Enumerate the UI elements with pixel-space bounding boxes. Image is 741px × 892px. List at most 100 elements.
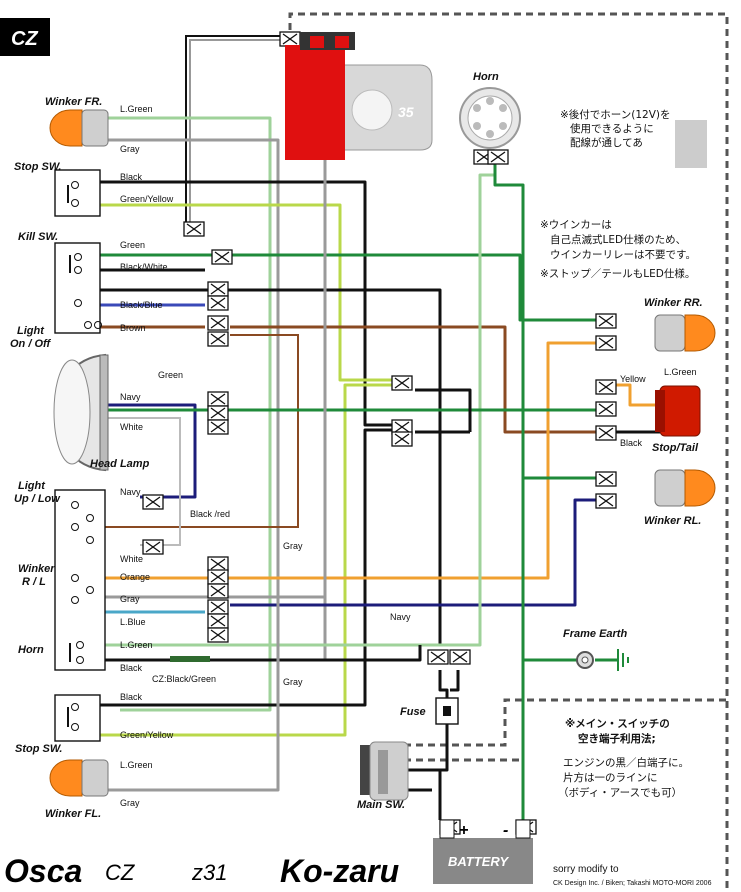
horn-note: ※後付でホーン(12V)を 使用できるように 配線が通してあ [560, 108, 671, 149]
wl-navy-lamp: Navy [120, 487, 141, 497]
wl-black-tail: Black [620, 438, 643, 448]
fuse-label: Fuse [400, 706, 426, 718]
footer-credit-2: CK Design Inc. / Biken; Takashi MOTO-MOR… [553, 880, 712, 887]
winker-fl-lamp [49, 759, 109, 797]
wire-labels: L.Green Gray Black Green/Yellow Green Bl… [120, 104, 697, 808]
wl-lgreen-1: L.Green [120, 104, 153, 114]
main-sw-note-body-2: 片方は一のラインに [563, 771, 658, 784]
connector-mark [210, 571, 226, 583]
wl-green-yellow-1: Green/Yellow [120, 194, 174, 204]
horn-sw-label: Horn [18, 644, 44, 656]
connector-mark [210, 407, 226, 419]
footer-brand-kozaru: Ko-zaru [280, 853, 399, 889]
wl-lgreen-2: L.Green [120, 640, 153, 650]
wl-gray-5: Gray [120, 798, 140, 808]
connector-mark [210, 333, 226, 345]
main-sw-note-body-3: （ボディ・アースでも可） [558, 786, 682, 799]
main-sw-note: ※メイン・スイッチの 空き端子利用法; エンジンの黒／白端子に。 片方は一のライ… [558, 718, 689, 799]
connector-mark [430, 651, 446, 663]
connector-mark [210, 393, 226, 405]
footer-brand-osca: Osca [4, 853, 82, 889]
winker-fr-label: Winker FR. [45, 96, 102, 108]
connector-mark [210, 629, 226, 641]
winker-rr-lamp [654, 314, 716, 352]
connector-mark [210, 615, 226, 627]
connector-mark [210, 283, 226, 295]
wl-lblue: L.Blue [120, 617, 146, 627]
horn-note-line-3: 配線が通してあ [570, 136, 643, 149]
footer-brand-z31: z31 [191, 860, 227, 885]
stop-tail-label: Stop/Tail [652, 442, 699, 454]
connector-mark [394, 433, 410, 445]
connector-mark [452, 651, 468, 663]
wl-green-hl: Green [158, 370, 183, 380]
stop-tail-lamp [655, 385, 701, 437]
connector-mark [598, 337, 614, 349]
stop-sw-bottom [54, 694, 101, 742]
main-sw-note-title-2: 空き端子利用法; [578, 732, 656, 745]
wl-black-3: Black [120, 692, 143, 702]
connector-mark [282, 33, 298, 45]
winker-rl-lamp [654, 469, 716, 507]
meter-text: 35 [398, 104, 414, 120]
connector-mark [210, 297, 226, 309]
dashed-lines [288, 12, 729, 890]
winker-rl-label: Winker RL. [644, 515, 701, 527]
wl-black-1: Black [120, 172, 143, 182]
connector-mark [210, 317, 226, 329]
horn-label: Horn [473, 71, 499, 83]
black-green-splice [170, 656, 210, 662]
main-sw-note-title-1: ※メイン・スイッチの [565, 718, 670, 730]
battery-minus: - [503, 822, 508, 839]
wl-cz-black-green: CZ:Black/Green [152, 674, 216, 684]
connector-mark [598, 315, 614, 327]
main-sw-label: Main SW. [357, 799, 405, 811]
led-note: ※ウインカーは 自己点滅式LED仕様のため、 ウインカーリレーは不要です。 ※ス… [540, 219, 696, 280]
head-lamp [53, 353, 109, 472]
wl-black-blue: Black/Blue [120, 300, 163, 310]
connector-mark [210, 601, 226, 613]
led-note-line-2: 自己点滅式LED仕様のため、 [550, 233, 686, 246]
kill-sw [54, 242, 101, 334]
main-sw [360, 741, 409, 801]
stop-sw-top-label: Stop SW. [14, 161, 61, 173]
wl-brown: Brown [120, 323, 146, 333]
wl-green-1: Green [120, 240, 145, 250]
battery-plus: + [459, 822, 468, 839]
connector-mark [394, 421, 410, 433]
wl-black-red: Black /red [190, 509, 230, 519]
wl-gray-4: Gray [283, 677, 303, 687]
meter-unit: 35 [285, 32, 433, 160]
connector-mark [210, 585, 226, 597]
frame-earth-label: Frame Earth [563, 628, 627, 640]
battery-label: BATTERY [448, 854, 510, 869]
note-box [675, 120, 707, 168]
wl-white-hl: White [120, 422, 143, 432]
kill-sw-label: Kill SW. [18, 231, 58, 243]
winker-rr-label: Winker RR. [644, 297, 703, 309]
wl-navy-hl: Navy [120, 392, 141, 402]
wl-lgreen-3: L.Green [120, 760, 153, 770]
connectors [142, 31, 617, 835]
connector-mark [598, 473, 614, 485]
footer-credit-1: sorry modify to [553, 864, 619, 875]
footer-brand-cz: CZ [105, 860, 136, 885]
connector-mark [186, 223, 202, 235]
battery-body [433, 838, 533, 884]
led-note-line-3: ウインカーリレーは不要です。 [550, 249, 696, 261]
led-note-line-4: ※ストップ／テールもLED仕様。 [540, 267, 695, 280]
wl-orange: Orange [120, 572, 150, 582]
connector-mark [145, 541, 161, 553]
wl-lgreen-tail: L.Green [664, 367, 697, 377]
wl-black-2: Black [120, 663, 143, 673]
connector-mark [598, 381, 614, 393]
connector-mark [214, 251, 230, 263]
wl-gray-3: Gray [120, 594, 140, 604]
horn-note-line-2: 使用できるように [570, 122, 654, 135]
horn-unit [459, 87, 521, 149]
stop-sw-top [54, 169, 101, 217]
head-lamp-label: Head Lamp [90, 458, 150, 470]
wl-white-2: White [120, 554, 143, 564]
